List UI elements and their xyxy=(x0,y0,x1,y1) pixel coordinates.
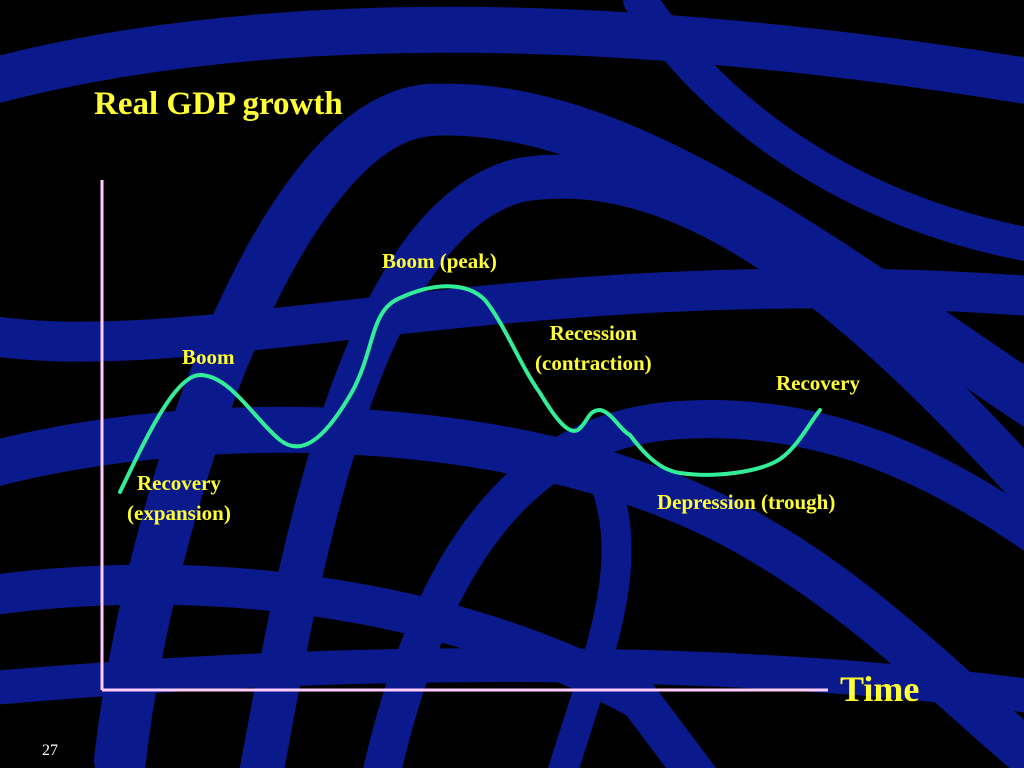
slide-number: 27 xyxy=(42,742,58,759)
label-text-line1: Recession xyxy=(549,321,638,345)
swirl-band xyxy=(623,0,1024,261)
label-text-line2: (contraction) xyxy=(535,351,652,375)
swirl-band xyxy=(0,648,1024,713)
swirl-band xyxy=(239,154,1024,768)
x-axis-label: Time xyxy=(840,669,920,709)
label-boom: Boom xyxy=(182,342,235,372)
label-text-line2: (expansion) xyxy=(127,501,231,525)
swirl-band xyxy=(548,455,632,768)
label-recovery-right: Recovery xyxy=(776,368,860,398)
label-text: Boom (peak) xyxy=(382,249,497,273)
gdp-curve xyxy=(118,284,822,494)
label-text: Depression (trough) xyxy=(657,490,836,514)
label-boom-peak: Boom (peak) xyxy=(382,246,497,276)
label-text: Recovery xyxy=(776,371,860,395)
label-depression-trough: Depression (trough) xyxy=(657,487,835,517)
swirl-band xyxy=(94,83,1024,768)
swirl-band xyxy=(363,400,1024,768)
label-recession: Recession (contraction) xyxy=(535,318,652,378)
label-text-line1: Recovery xyxy=(136,471,221,495)
slide-title: Real GDP growth xyxy=(94,86,343,122)
label-text: Boom xyxy=(182,345,235,369)
label-recovery-expansion: Recovery (expansion) xyxy=(127,468,231,528)
swirl-band xyxy=(0,6,1024,104)
